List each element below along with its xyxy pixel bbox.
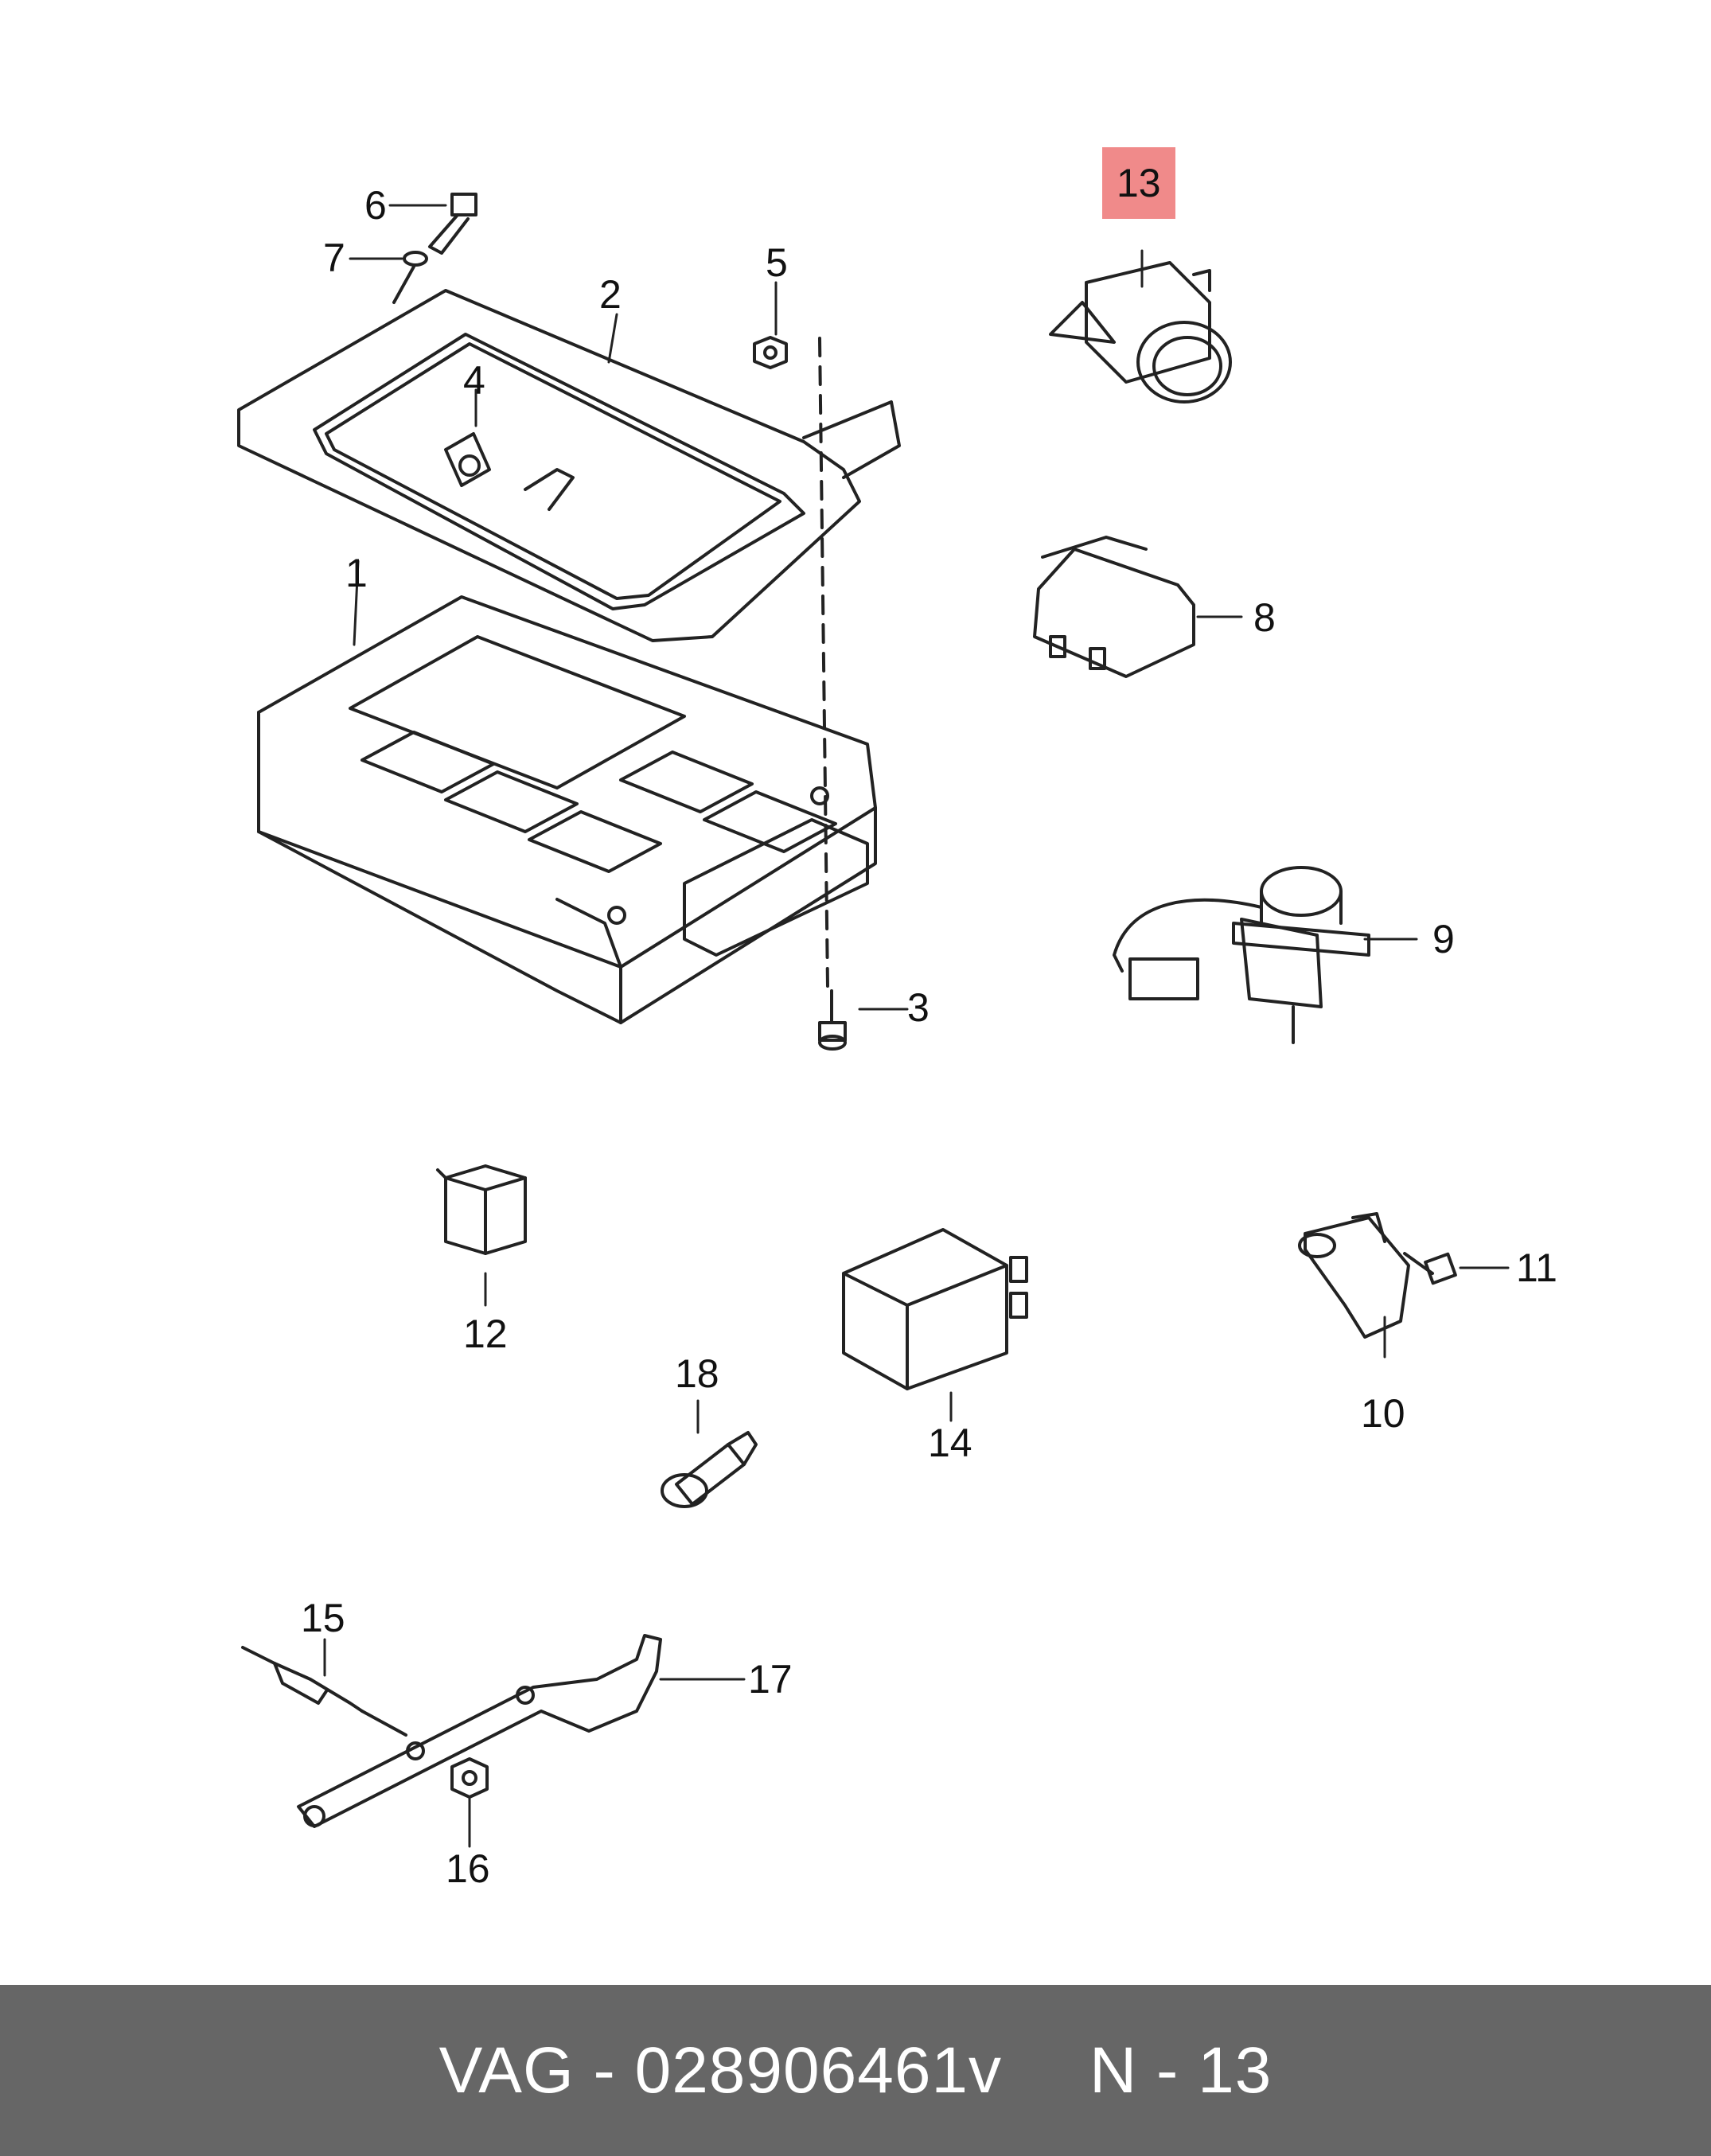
part-18-sensor bbox=[661, 1431, 758, 1508]
part-6-bolt bbox=[428, 193, 477, 255]
callout-12: 12 bbox=[463, 1312, 508, 1356]
parts-diagram: 1 2 3 4 5 6 7 8 9 10 11 12 13 14 15 16 1… bbox=[237, 147, 1557, 1891]
callout-9: 9 bbox=[1432, 917, 1455, 961]
callout-17: 17 bbox=[748, 1657, 793, 1702]
part-7-leader bbox=[392, 265, 415, 304]
leader-lines bbox=[323, 204, 1510, 1848]
callout-2: 2 bbox=[599, 272, 622, 317]
callout-7: 7 bbox=[323, 236, 345, 280]
callout-5: 5 bbox=[766, 240, 788, 285]
part-7-washer bbox=[403, 251, 428, 267]
part-3-screw bbox=[818, 989, 847, 1051]
part-4-clip bbox=[444, 432, 491, 487]
callout-6: 6 bbox=[364, 183, 387, 228]
guide-line-3 bbox=[818, 337, 829, 988]
part-1-control-unit bbox=[257, 595, 877, 1024]
part-number-label: VAG - 028906461v bbox=[438, 2033, 1003, 2107]
callout-15: 15 bbox=[301, 1596, 345, 1640]
part-15-glow-plug bbox=[241, 1646, 407, 1737]
part-13-sensor bbox=[1049, 261, 1232, 404]
footer-bar: VAG - 028906461v N - 13 bbox=[0, 1985, 1711, 2156]
part-14-relay bbox=[842, 1228, 1028, 1390]
callout-14: 14 bbox=[928, 1421, 972, 1465]
callout-18: 18 bbox=[675, 1351, 719, 1396]
callout-3: 3 bbox=[907, 985, 930, 1030]
callout-11: 11 bbox=[1516, 1246, 1557, 1290]
callout-1: 1 bbox=[345, 551, 368, 595]
callout-13-highlighted: 13 bbox=[1102, 147, 1175, 219]
callout-4: 4 bbox=[463, 358, 485, 403]
part-16-nut bbox=[450, 1757, 489, 1799]
part-12-relay bbox=[436, 1164, 527, 1255]
part-2-cover-plate bbox=[237, 289, 901, 642]
part-10-sensor bbox=[1298, 1212, 1410, 1339]
part-5-nut bbox=[753, 336, 788, 369]
diagram-reference: N - 13 bbox=[1089, 2033, 1273, 2107]
diagram-drawing bbox=[237, 193, 1510, 1848]
part-11-bolt bbox=[1403, 1252, 1457, 1285]
part-8-bracket bbox=[1033, 536, 1195, 678]
callout-10: 10 bbox=[1361, 1391, 1405, 1436]
part-9-actuator bbox=[1113, 866, 1370, 1044]
part-17-strap bbox=[297, 1634, 662, 1828]
callout-8: 8 bbox=[1253, 595, 1276, 640]
callout-16: 16 bbox=[446, 1846, 490, 1891]
